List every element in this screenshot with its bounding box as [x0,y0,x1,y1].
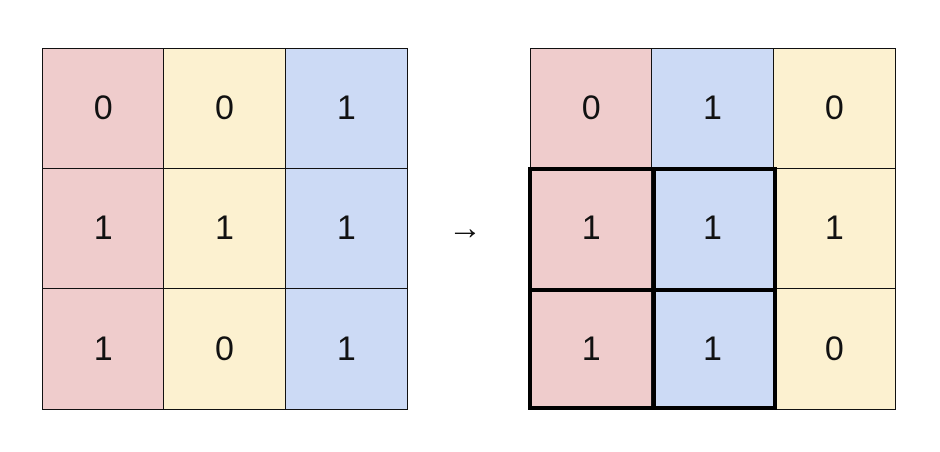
matrix-cell: 0 [531,49,653,169]
matrix-cell: 1 [43,169,165,289]
matrix-cell: 1 [652,169,774,289]
matrix-cell: 1 [652,49,774,169]
matrix-cell: 1 [531,169,653,289]
matrix-cell: 1 [164,169,286,289]
matrix-cell: 0 [164,289,286,409]
matrix-cell: 1 [43,289,165,409]
matrix-cell: 1 [773,169,895,289]
matrix-cell: 0 [43,49,165,169]
matrix-cell: 1 [285,49,407,169]
matrix-cell: 0 [773,49,895,169]
rearranged-matrix: 0 1 0 1 1 1 1 1 0 [530,48,896,410]
original-matrix: 0 0 1 1 1 1 1 0 1 [42,48,408,410]
matrix-cell: 1 [652,289,774,409]
matrix-cell: 1 [285,169,407,289]
matrix-cell: 0 [164,49,286,169]
matrix-cell: 1 [531,289,653,409]
matrix-cell: 0 [773,289,895,409]
right-arrow-icon: → [448,209,482,247]
matrix-cell: 1 [285,289,407,409]
